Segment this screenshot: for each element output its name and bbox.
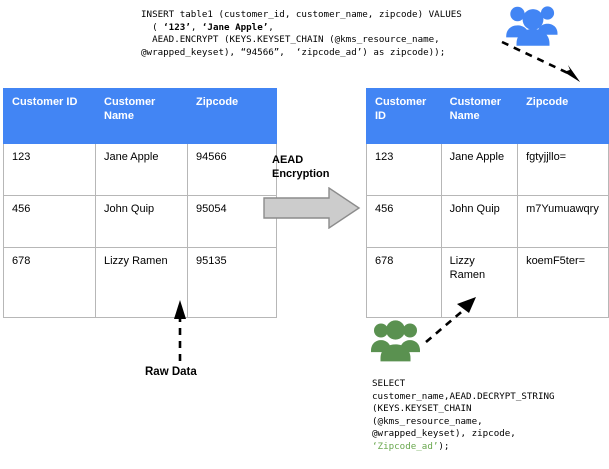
column-header-customer-name: Customer Name	[95, 88, 188, 144]
cell-zipcode-ciphertext: m7Yumuawqry	[517, 195, 609, 248]
column-header-zipcode: Zipcode	[187, 88, 277, 144]
cell-customer-name: John Quip	[95, 195, 188, 248]
people-group-icon-blue	[505, 2, 559, 51]
select-query-line-1: SELECT	[372, 378, 406, 389]
cell-customer-name: Lizzy Ramen	[440, 247, 519, 318]
select-query-line-4: (@kms_resource_name,	[372, 415, 483, 427]
table-row: 123 Jane Apple 94566	[3, 143, 277, 196]
table-row: 678 Lizzy Ramen 95135	[3, 247, 277, 318]
dashed-arrow-select-flow	[424, 292, 486, 349]
raw-data-caption: Raw Data	[145, 366, 197, 378]
cell-zipcode-ciphertext: koemF5ter=	[517, 247, 609, 318]
cell-customer-id: 123	[366, 143, 442, 196]
insert-query-line-2-prefix: (	[141, 21, 164, 33]
process-label-line-2: Encryption	[272, 168, 330, 180]
cell-customer-id: 678	[3, 247, 96, 318]
insert-query-line-2-mid: ,	[190, 21, 202, 33]
insert-query-line-2-suffix: ,	[268, 21, 274, 33]
process-label-line-1: AEAD	[272, 154, 304, 166]
block-arrow-right-icon	[263, 186, 361, 234]
cell-zipcode-ciphertext: fgtyjjllo=	[517, 143, 609, 196]
cell-zipcode: 95054	[187, 195, 277, 248]
insert-query-line-4: @wrapped_keyset), “94566”, ‘zipcode_ad’)…	[141, 46, 446, 58]
column-header-customer-id: Customer ID	[366, 88, 442, 144]
insert-value-customer-name: ‘Jane Apple’	[201, 21, 269, 33]
process-label: AEAD Encryption	[272, 153, 329, 181]
column-header-zipcode: Zipcode	[517, 88, 609, 144]
dashed-arrow-insert-flow	[498, 38, 590, 91]
select-query-code: SELECT customer_name,AEAD.DECRYPT_STRING…	[372, 378, 555, 454]
cell-customer-name: John Quip	[440, 195, 519, 248]
table-row: 456 John Quip m7Yumuawqry	[366, 195, 609, 248]
people-group-icon-green	[371, 316, 421, 367]
cell-customer-id: 123	[3, 143, 96, 196]
table-header-row: Customer ID Customer Name Zipcode	[3, 88, 277, 144]
table-row: 678 Lizzy Ramen koemF5ter=	[366, 247, 609, 318]
encrypted-table: Customer ID Customer Name Zipcode 123 Ja…	[366, 88, 609, 318]
select-query-line-2: customer_name,AEAD.DECRYPT_STRING	[372, 390, 555, 402]
table-header-row: Customer ID Customer Name Zipcode	[366, 88, 609, 144]
cell-customer-id: 678	[366, 247, 442, 318]
column-header-customer-id: Customer ID	[3, 88, 96, 144]
cell-customer-name: Lizzy Ramen	[95, 247, 188, 318]
select-query-line-6-tail: );	[438, 440, 450, 452]
cell-zipcode: 94566	[187, 143, 277, 196]
insert-value-customer-id: ‘123’	[163, 21, 191, 33]
plaintext-table: Customer ID Customer Name Zipcode 123 Ja…	[3, 88, 277, 318]
dashed-arrow-up-raw-data	[170, 299, 190, 368]
select-query-line-3: (KEYS.KEYSET_CHAIN	[372, 403, 472, 415]
column-header-customer-name: Customer Name	[440, 88, 519, 144]
cell-customer-id: 456	[366, 195, 442, 248]
insert-query-line-3: AEAD.ENCRYPT (KEYS.KEYSET_CHAIN (@kms_re…	[141, 34, 440, 46]
cell-zipcode: 95135	[187, 247, 277, 318]
insert-query-code: INSERT table1 (customer_id, customer_nam…	[141, 9, 462, 59]
insert-query-line-1: INSERT table1 (customer_id, customer_nam…	[141, 9, 462, 20]
table-row: 123 Jane Apple fgtyjjllo=	[366, 143, 609, 196]
table-row: 456 John Quip 95054	[3, 195, 277, 248]
cell-customer-id: 456	[3, 195, 96, 248]
cell-customer-name: Jane Apple	[440, 143, 519, 196]
select-query-ad-literal: ‘Zipcode_ad’	[372, 440, 439, 452]
cell-customer-name: Jane Apple	[95, 143, 188, 196]
select-query-line-5: @wrapped_keyset), zipcode,	[372, 428, 516, 440]
